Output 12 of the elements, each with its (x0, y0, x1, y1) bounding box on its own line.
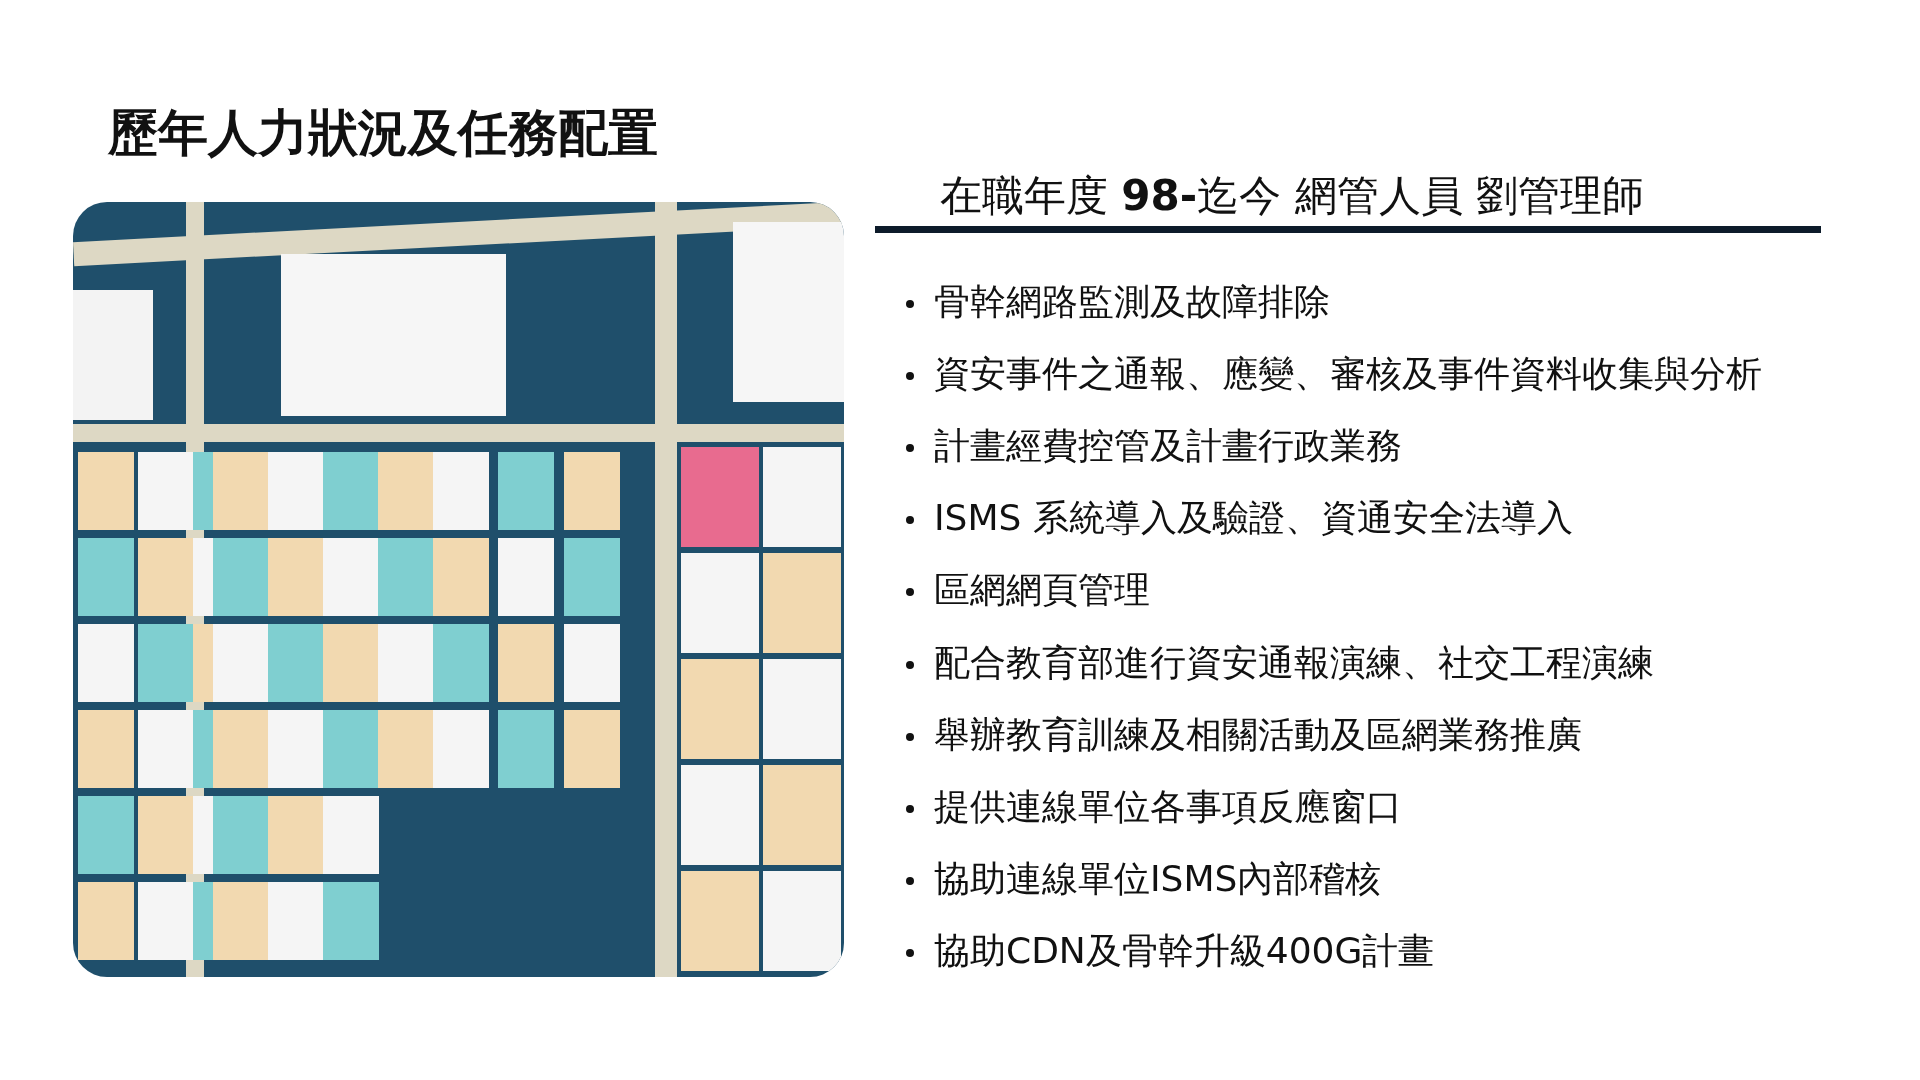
list-item: ISMS 系統導入及驗證、資通安全法導入 (934, 497, 1573, 539)
list-item: 區網網頁管理 (934, 569, 1150, 611)
list-item: 舉辦教育訓練及相關活動及區網業務推廣 (934, 713, 1582, 755)
list-item: 骨幹網路監測及故障排除 (934, 281, 1330, 322)
list-item: 計畫經費控管及計畫行政業務 (934, 425, 1402, 467)
list-item: 提供連線單位各事項反應窗口 (934, 785, 1402, 827)
list-item: 協助CDN及骨幹升級400G計畫 (934, 929, 1435, 971)
list-item: 協助連線單位ISMS內部稽核 (934, 857, 1382, 899)
title: 歷年人力狀況及任務配置 (108, 103, 658, 164)
list-item: 資安事件之通報、應變、審核及事件資料收集與分析 (934, 353, 1762, 395)
heading: 在職年度 98-迄今 網管人員 劉管理師 (940, 170, 1644, 222)
list-item: 配合教育部進行資安通報演練、社交工程演練 (934, 641, 1654, 683)
